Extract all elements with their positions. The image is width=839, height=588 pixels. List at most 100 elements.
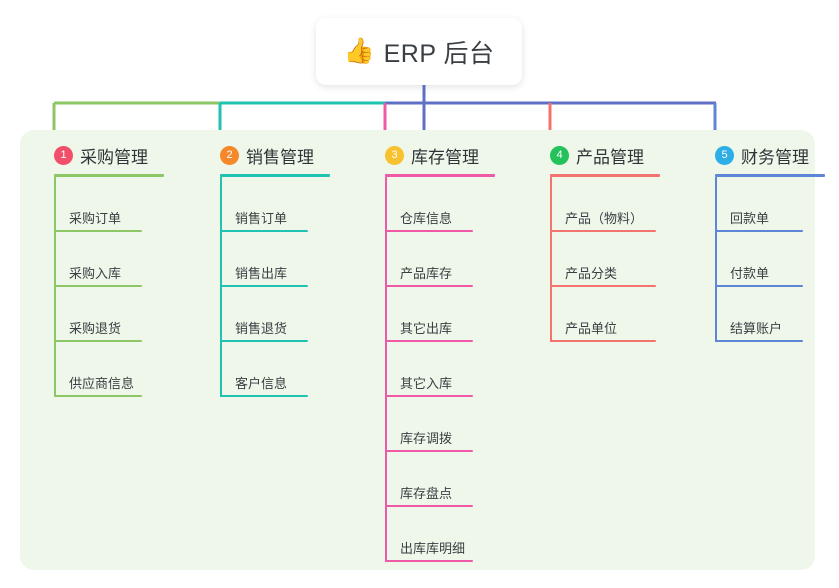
branch-item[interactable]: 其它出库 bbox=[367, 287, 495, 342]
branch-title: 采购管理 bbox=[80, 147, 148, 167]
branch-title: 库存管理 bbox=[411, 147, 479, 167]
branch-items: 销售订单销售出库销售退货客户信息 bbox=[202, 177, 330, 397]
branch-item-label: 回款单 bbox=[730, 211, 770, 226]
branch-number-badge: 4 bbox=[550, 145, 569, 165]
branch-spine bbox=[220, 177, 222, 397]
thumbs-up-icon: 👍 bbox=[343, 37, 375, 65]
branch-item-rule bbox=[715, 285, 803, 287]
branch-item-label: 库存调拨 bbox=[400, 431, 453, 446]
branch-header-rule bbox=[54, 174, 164, 177]
branch-item-label: 销售退货 bbox=[235, 321, 288, 336]
branch-item-rule bbox=[715, 230, 803, 232]
branch-item[interactable]: 采购入库 bbox=[36, 232, 164, 287]
root-node-content: 👍 ERP 后台 bbox=[343, 34, 494, 70]
branch-spine bbox=[54, 177, 56, 397]
root-node[interactable]: 👍 ERP 后台 bbox=[316, 18, 522, 85]
root-title: ERP 后台 bbox=[383, 39, 495, 68]
branch-column-4: 4 产品管理产品（物料） 产品分类产品单位 bbox=[532, 142, 660, 342]
branch-item-label: 出库库明细 bbox=[400, 541, 466, 556]
branch-item-rule bbox=[385, 395, 473, 397]
branch-item-rule bbox=[220, 395, 308, 397]
branch-column-2: 2 销售管理销售订单销售出库销售退货客户信息 bbox=[202, 142, 330, 397]
branch-item-label: 库存盘点 bbox=[400, 486, 453, 501]
branch-item-rule bbox=[385, 230, 473, 232]
branch-item[interactable]: 产品单位 bbox=[532, 287, 660, 342]
branch-item[interactable]: 库存盘点 bbox=[367, 452, 495, 507]
branch-item-label: 产品单位 bbox=[565, 321, 618, 336]
branch-item[interactable]: 销售出库 bbox=[202, 232, 330, 287]
branch-number-badge: 1 bbox=[54, 145, 73, 165]
branch-item[interactable]: 出库库明细 bbox=[367, 507, 495, 562]
branch-item[interactable]: 销售退货 bbox=[202, 287, 330, 342]
branch-item-rule bbox=[220, 340, 308, 342]
branch-item[interactable]: 客户信息 bbox=[202, 342, 330, 397]
branch-item-label: 供应商信息 bbox=[69, 376, 135, 391]
branch-item[interactable]: 采购订单 bbox=[36, 177, 164, 232]
branch-header-3[interactable]: 3 库存管理 bbox=[367, 142, 495, 168]
branch-spine bbox=[715, 177, 717, 342]
branch-item-rule bbox=[54, 340, 142, 342]
branch-item[interactable]: 产品分类 bbox=[532, 232, 660, 287]
branch-items: 仓库信息产品库存其它出库其它入库库存调拨库存盘点出库库明细 bbox=[367, 177, 495, 562]
branch-item[interactable]: 采购退货 bbox=[36, 287, 164, 342]
branch-item-label: 销售出库 bbox=[235, 266, 288, 281]
branch-item-rule bbox=[220, 230, 308, 232]
branch-item-rule bbox=[385, 285, 473, 287]
branch-item-rule bbox=[54, 285, 142, 287]
branches-panel bbox=[20, 130, 815, 570]
branch-item-label: 付款单 bbox=[730, 266, 770, 281]
branch-item[interactable]: 产品库存 bbox=[367, 232, 495, 287]
branch-item-label: 产品库存 bbox=[400, 266, 453, 281]
branch-item-label: 产品（物料） bbox=[565, 211, 644, 226]
branch-item-rule bbox=[550, 285, 656, 287]
branch-item-rule bbox=[385, 505, 473, 507]
branch-header-rule bbox=[550, 174, 660, 177]
branch-header-rule bbox=[220, 174, 330, 177]
branch-items: 产品（物料） 产品分类产品单位 bbox=[532, 177, 660, 342]
branch-item-label: 仓库信息 bbox=[400, 211, 453, 226]
branch-item-label: 结算账户 bbox=[730, 321, 783, 336]
branch-item[interactable]: 产品（物料） bbox=[532, 177, 660, 232]
branch-item-rule bbox=[550, 230, 656, 232]
branch-item-rule bbox=[715, 340, 803, 342]
branch-item[interactable]: 库存调拨 bbox=[367, 397, 495, 452]
branch-spine bbox=[385, 177, 387, 562]
branch-item[interactable]: 回款单 bbox=[697, 177, 825, 232]
branch-header-2[interactable]: 2 销售管理 bbox=[202, 142, 330, 168]
branch-title: 财务管理 bbox=[741, 147, 809, 167]
branch-item[interactable]: 付款单 bbox=[697, 232, 825, 287]
branch-item-rule bbox=[385, 560, 473, 562]
branch-item-rule bbox=[54, 230, 142, 232]
branch-header-4[interactable]: 4 产品管理 bbox=[532, 142, 660, 168]
branch-item-label: 销售订单 bbox=[235, 211, 288, 226]
branch-items: 采购订单采购入库采购退货供应商信息 bbox=[36, 177, 164, 397]
branch-items: 回款单付款单结算账户 bbox=[697, 177, 825, 342]
branch-header-rule bbox=[385, 174, 495, 177]
branch-header-rule bbox=[715, 174, 825, 177]
branch-item-rule bbox=[220, 285, 308, 287]
branch-item-label: 采购退货 bbox=[69, 321, 122, 336]
branch-item-rule bbox=[385, 450, 473, 452]
branch-item-label: 采购订单 bbox=[69, 211, 122, 226]
branch-item[interactable]: 结算账户 bbox=[697, 287, 825, 342]
branch-item[interactable]: 仓库信息 bbox=[367, 177, 495, 232]
branch-header-1[interactable]: 1 采购管理 bbox=[36, 142, 164, 168]
branch-number-badge: 2 bbox=[220, 145, 239, 165]
branch-title: 产品管理 bbox=[576, 147, 644, 167]
branch-item-label: 产品分类 bbox=[565, 266, 618, 281]
branch-item[interactable]: 供应商信息 bbox=[36, 342, 164, 397]
branch-item-label: 其它入库 bbox=[400, 376, 453, 391]
branch-item-label: 客户信息 bbox=[235, 376, 288, 391]
branch-number-badge: 3 bbox=[385, 145, 404, 165]
branch-spine bbox=[550, 177, 552, 342]
branch-item[interactable]: 销售订单 bbox=[202, 177, 330, 232]
branch-title: 销售管理 bbox=[246, 147, 314, 167]
branch-item-label: 采购入库 bbox=[69, 266, 122, 281]
branch-column-3: 3 库存管理仓库信息产品库存其它出库其它入库库存调拨库存盘点出库库明细 bbox=[367, 142, 495, 562]
branch-item[interactable]: 其它入库 bbox=[367, 342, 495, 397]
branch-item-rule bbox=[550, 340, 656, 342]
branch-item-rule bbox=[54, 395, 142, 397]
